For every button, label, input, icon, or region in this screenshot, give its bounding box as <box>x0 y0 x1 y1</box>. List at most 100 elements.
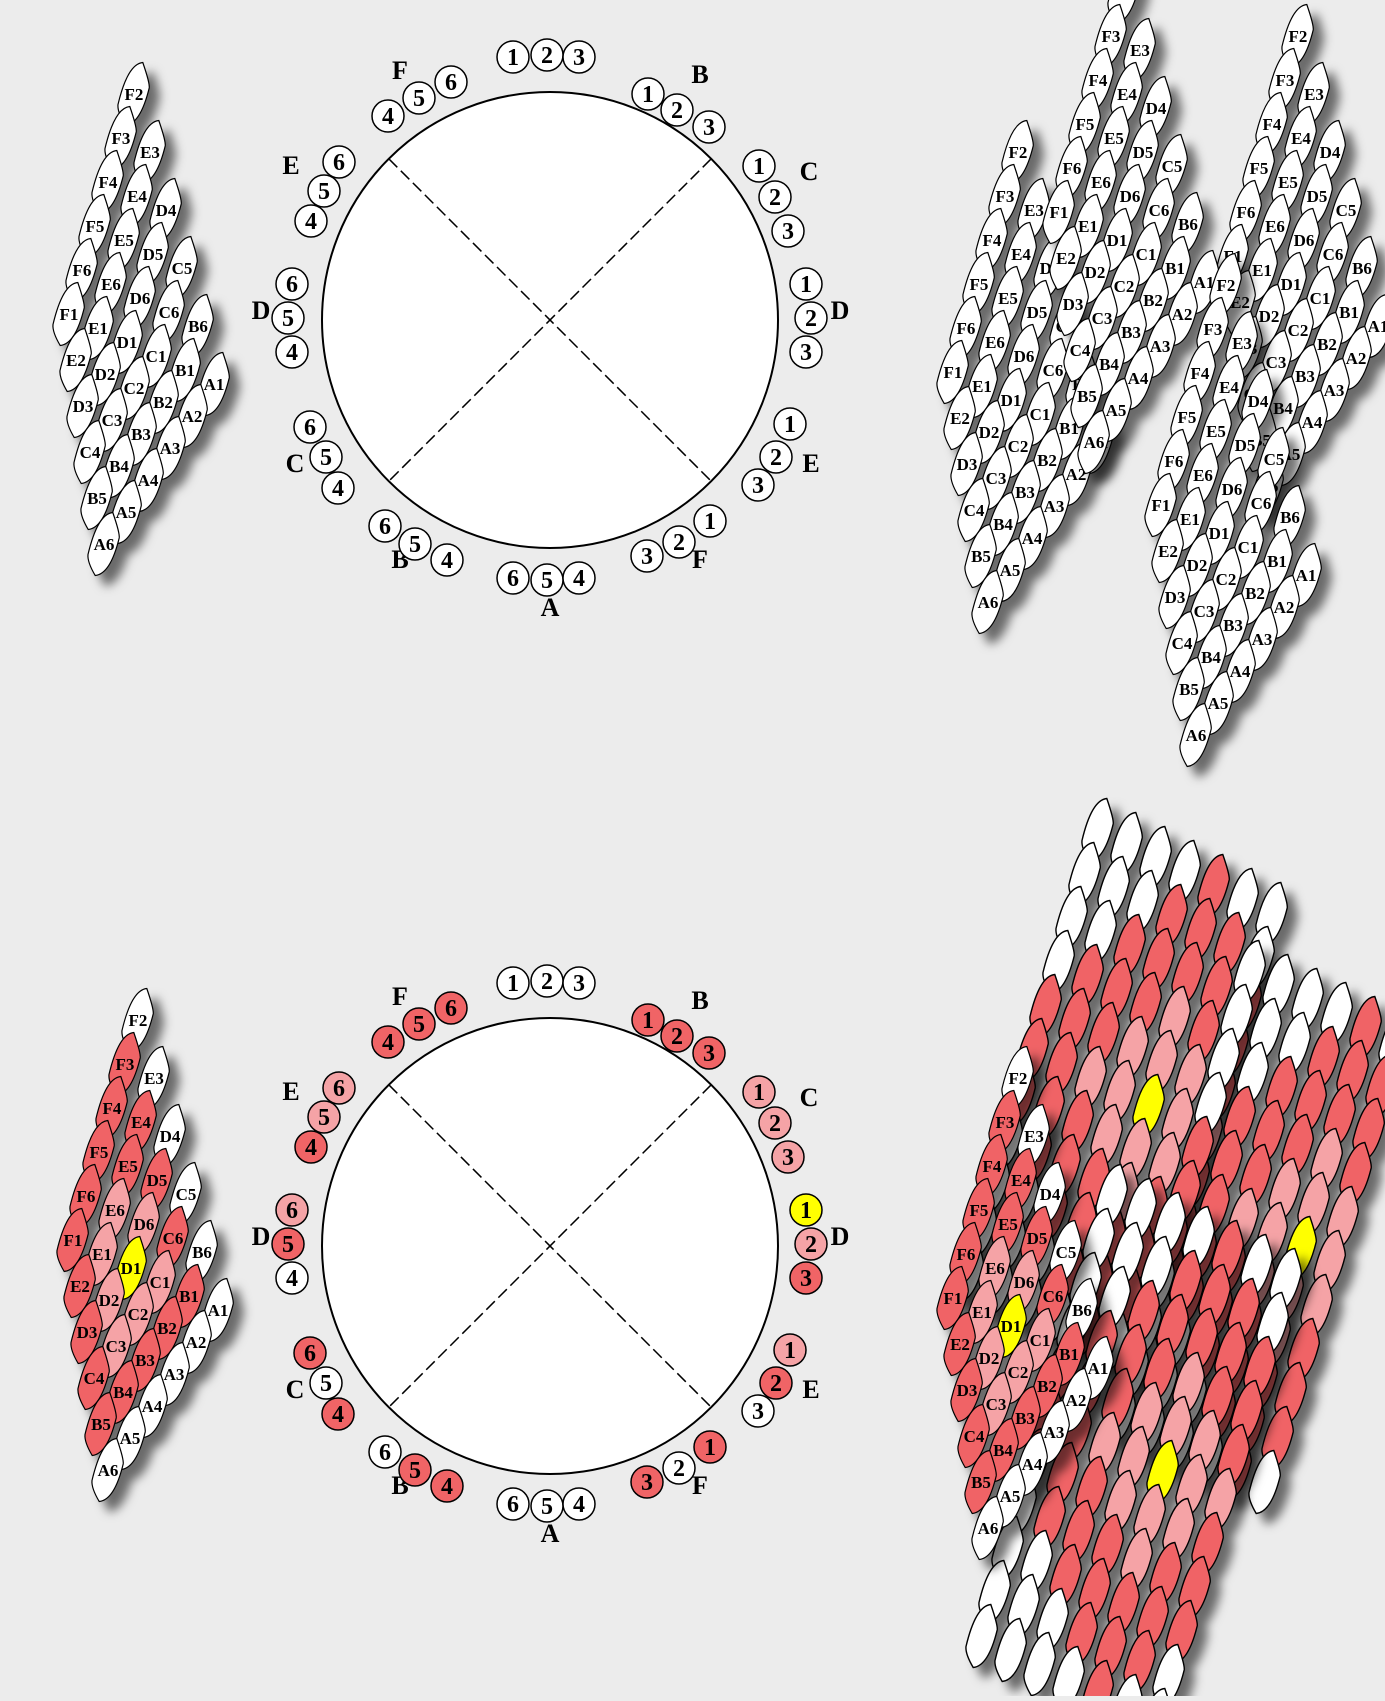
lattice-cell-label: F4 <box>103 1099 122 1118</box>
lattice-cell-label: E2 <box>1158 542 1178 561</box>
lattice-cell-label: A4 <box>1230 662 1251 681</box>
lattice-cell-label: F6 <box>1165 452 1184 471</box>
lattice-cell-label: A1 <box>204 375 225 394</box>
lattice-cell-label: E1 <box>1078 217 1098 236</box>
lattice-cell-label: E3 <box>140 143 160 162</box>
lattice-cell-label: C5 <box>172 259 193 278</box>
lattice-cell-label: E2 <box>950 409 970 428</box>
position-digit: 5 <box>320 1371 332 1397</box>
dial-label-f: F <box>392 982 408 1011</box>
lattice-cell-label: D3 <box>957 455 978 474</box>
position-digit: 4 <box>305 1135 317 1161</box>
lattice-cell-label: F5 <box>90 1143 109 1162</box>
lattice-cell-label: B1 <box>175 361 195 380</box>
lattice-cell-label: D1 <box>1001 1317 1022 1336</box>
position-digit: 4 <box>332 1402 344 1428</box>
lattice-cell-label: D1 <box>1209 524 1230 543</box>
position-digit: 5 <box>409 1458 421 1484</box>
lattice-cell-label: F3 <box>1204 320 1223 339</box>
lattice-cell-label: F2 <box>1217 276 1236 295</box>
lattice-cell-label: C1 <box>1310 289 1331 308</box>
lattice-cell-label: D3 <box>1165 588 1186 607</box>
lattice-cell-label: C6 <box>1251 494 1272 513</box>
lattice-cell-label: E1 <box>972 377 992 396</box>
lattice-cell-label: E1 <box>88 319 108 338</box>
position-digit: 6 <box>445 70 457 96</box>
dial-label-d: D <box>252 1222 271 1251</box>
lattice-cell-label: A4 <box>142 1397 163 1416</box>
lattice-cell-label: E1 <box>1180 510 1200 529</box>
lattice-cell-label: E5 <box>1278 173 1298 192</box>
position-digit: 6 <box>304 415 316 441</box>
lattice-cell-label: D3 <box>73 397 94 416</box>
lattice-cell-label: D2 <box>1259 307 1280 326</box>
lattice-cell-label: D1 <box>1107 231 1128 250</box>
position-digit: 1 <box>800 272 812 298</box>
dial-label-a: A <box>541 593 560 622</box>
position-digit: 5 <box>541 568 553 594</box>
lattice-cell-label: D5 <box>1027 1229 1048 1248</box>
lattice-cell-label: F4 <box>983 1157 1002 1176</box>
lattice-cell-label: C4 <box>964 1427 985 1446</box>
lattice-cell-label: E3 <box>144 1069 164 1088</box>
lattice-cell-label: F2 <box>129 1011 148 1030</box>
position-digit: 1 <box>753 154 765 180</box>
lattice-cell-label: B3 <box>1015 1409 1035 1428</box>
lattice-cell-label: D1 <box>1001 391 1022 410</box>
lattice-cell-label: E1 <box>1252 261 1272 280</box>
lattice-cell-label: A3 <box>1044 497 1065 516</box>
lattice-cell-label: B5 <box>1179 680 1199 699</box>
lattice-cell-label: A3 <box>1044 1423 1065 1442</box>
position-digit: 4 <box>573 1492 585 1518</box>
lattice-cell-label: E6 <box>101 275 121 294</box>
position-digit: 5 <box>413 86 425 112</box>
lattice-cell-label: F4 <box>1089 71 1108 90</box>
lattice-cell-label: E3 <box>1024 201 1044 220</box>
lattice-cell-label: C3 <box>1194 602 1215 621</box>
lattice-cell-label: C4 <box>1070 341 1091 360</box>
lattice-cell-label: F1 <box>944 1289 963 1308</box>
tiling-cell <box>1082 1661 1113 1697</box>
lattice-cell-label: D6 <box>130 289 151 308</box>
position-digit: 3 <box>800 1266 812 1292</box>
lattice-cell-label: B6 <box>1072 1301 1092 1320</box>
lattice-cell-label: F1 <box>64 1231 83 1250</box>
lattice-cell-label: E3 <box>1024 1127 1044 1146</box>
position-digit: 2 <box>673 1456 685 1482</box>
position-digit: 3 <box>703 115 715 141</box>
lattice-cell-label: B1 <box>179 1287 199 1306</box>
lattice-cell-label: C2 <box>1008 437 1029 456</box>
position-digit: 3 <box>573 45 585 71</box>
lattice-cell-label: C2 <box>1008 1363 1029 1382</box>
lattice-cell-label: C1 <box>146 347 167 366</box>
lattice-cell-label: C2 <box>128 1305 149 1324</box>
dial-label-c: C <box>286 1375 305 1404</box>
position-digit: 4 <box>305 209 317 235</box>
lattice-cell-label: D5 <box>1133 143 1154 162</box>
lattice-cell-label: F2 <box>1115 0 1134 2</box>
position-digit: 3 <box>573 971 585 997</box>
position-digit: 3 <box>752 473 764 499</box>
position-digit: 5 <box>413 1012 425 1038</box>
lattice-cell-label: D6 <box>1120 187 1141 206</box>
lattice-cell-label: C6 <box>1043 1287 1064 1306</box>
lattice-cell-label: A5 <box>116 503 137 522</box>
lattice-cell-label: A6 <box>1084 433 1105 452</box>
lattice-cell-label: A2 <box>1346 349 1367 368</box>
lattice-cell-label: C4 <box>80 443 101 462</box>
dial-label-c: C <box>800 157 819 186</box>
lattice-cell-label: B3 <box>1295 367 1315 386</box>
dial-label-f: F <box>692 545 708 574</box>
position-digit: 5 <box>541 1494 553 1520</box>
lattice-cell-label: F1 <box>60 305 79 324</box>
lattice-cell-label: C5 <box>1056 1243 1077 1262</box>
lattice-cell-label: C4 <box>964 501 985 520</box>
lattice-cell-label: D2 <box>979 1349 1000 1368</box>
lattice-cell-label: F3 <box>116 1055 135 1074</box>
lattice-cell-label: A5 <box>1208 694 1229 713</box>
position-digit: 1 <box>642 82 654 108</box>
lattice-cell-label: E5 <box>1104 129 1124 148</box>
lattice-cell-label: A3 <box>1150 337 1171 356</box>
lattice-cell-label: E6 <box>1193 466 1213 485</box>
lattice-cell-label: F6 <box>957 1245 976 1264</box>
